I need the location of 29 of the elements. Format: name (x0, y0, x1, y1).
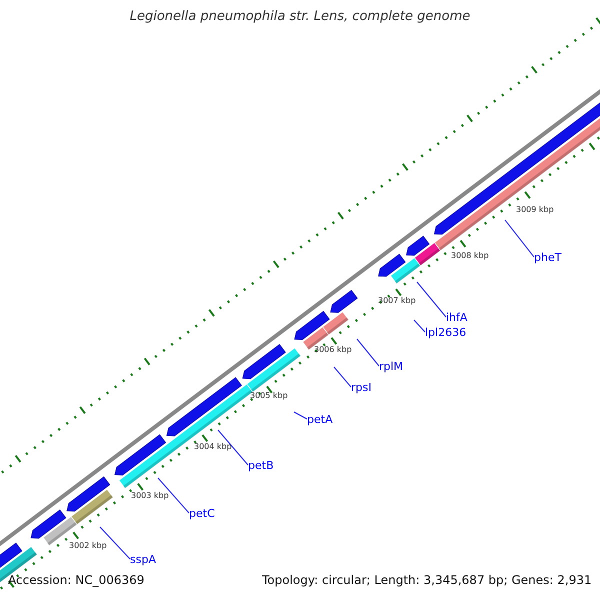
gene-label: rpsI (351, 381, 372, 394)
leader-line (158, 478, 190, 514)
gene-label: petB (248, 459, 274, 472)
tick-label: 3002 kbp (69, 541, 107, 550)
title: Legionella pneumophila str. Lens, complete genome (128, 9, 472, 24)
gene-label: pheT (534, 251, 562, 264)
gene-label: rplM (379, 360, 404, 373)
gene-label: ihfA (446, 311, 468, 324)
leader-line (504, 220, 534, 258)
leader-line (294, 412, 308, 420)
leader-line (100, 526, 130, 560)
gene-label: petC (189, 507, 215, 520)
leader-line (416, 282, 446, 318)
tick-label: 3006 kbp (314, 345, 352, 354)
leader-line (218, 430, 248, 466)
genome-summary-text: Topology: circular; Length: 3,345,687 bp; Genes: 2,931 (262, 573, 592, 587)
tick-label: 3008 kbp (451, 251, 489, 260)
leader-line (356, 338, 380, 366)
gene-label: lpl2636 (425, 326, 466, 339)
leader-line (414, 320, 426, 332)
tick-label: 3004 kbp (194, 442, 232, 451)
gene-label: sspA (130, 553, 156, 566)
gene-label: petA (307, 413, 333, 426)
tick-label: 3009 kbp (516, 205, 554, 214)
tick-label: 3007 kbp (378, 296, 416, 305)
tick-label: 3005 kbp (250, 391, 288, 400)
accession-text: Accession: NC_006369 (8, 573, 144, 587)
leader-line (334, 366, 352, 388)
tick-label: 3003 kbp (131, 491, 169, 500)
